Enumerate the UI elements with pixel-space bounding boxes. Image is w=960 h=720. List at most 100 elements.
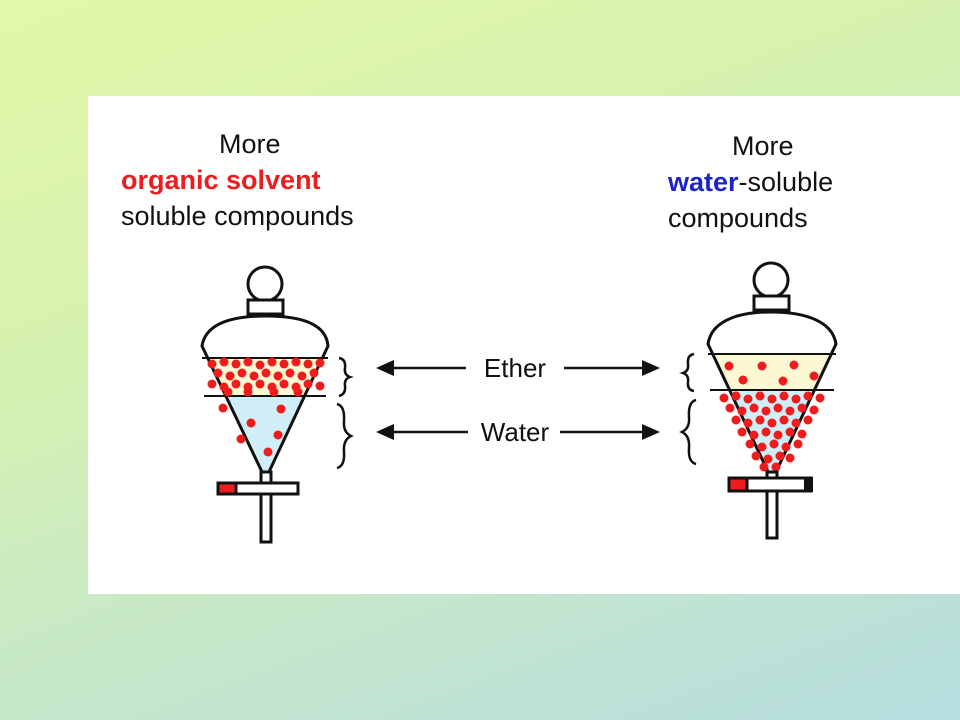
particle [789,360,799,370]
particle [719,393,729,403]
particle [775,451,785,461]
left-water-brace [336,402,354,470]
particle [243,387,253,397]
particle [759,462,769,472]
left-particles [207,357,325,457]
particle [791,394,801,404]
particle [761,427,771,437]
particle [231,359,241,369]
left-funnel-body [200,314,330,476]
particle [255,360,265,370]
particle [315,381,325,391]
ether-arrow: Ether [376,353,660,383]
right-funnel-neck [752,294,791,312]
particle [309,368,319,378]
ether-arrowhead-right [642,360,660,376]
particle [269,387,279,397]
right-caption-highlight: water [668,167,739,197]
diagram-panel: More organic solvent soluble compounds M… [88,96,960,594]
particle [737,406,747,416]
right-caption-line2: water-soluble [668,164,833,200]
right-funnel-stopper [752,261,790,299]
left-ether-brace [338,356,354,398]
particle [315,358,325,368]
particle [771,462,781,472]
left-caption-line1: More [219,129,281,159]
particle [731,391,741,401]
extraction-diagram: Ether Water [200,261,838,544]
particle [725,403,735,413]
right-separatory-funnel [706,261,838,540]
particle [279,359,289,369]
particle [263,447,273,457]
left-stopcock-handle [216,481,238,496]
right-caption-line3: compounds [668,203,808,233]
particle [273,371,283,381]
particle [803,391,813,401]
water-arrowhead-right [642,424,660,440]
right-stopcock-handle [727,476,749,493]
right-stopcock-cap [804,477,813,492]
particle [773,430,783,440]
particle [291,357,301,367]
particle [273,430,283,440]
ether-label: Ether [484,353,546,383]
particle [737,427,747,437]
particle [785,406,795,416]
particle [781,442,791,452]
particle [225,371,235,381]
left-funnel-neck [246,298,285,316]
particle [293,387,303,397]
particle [285,368,295,378]
particle [769,439,779,449]
particle [797,403,807,413]
right-particles [719,360,825,472]
left-funnel-stopper [246,265,284,303]
particle [793,439,803,449]
particle [778,376,788,386]
right-caption-line2-rest: -soluble [738,167,834,197]
particle [749,403,759,413]
particle [731,415,741,425]
particle [785,427,795,437]
particle [749,430,759,440]
particle [223,387,233,397]
left-caption-line3: soluble compounds [121,201,354,231]
right-funnel-caption: More water-soluble compounds [668,128,833,236]
particle [236,434,246,444]
particle [738,375,748,385]
particle [761,406,771,416]
right-water-brace [679,398,697,466]
particle [261,368,271,378]
particle [815,393,825,403]
particle [773,403,783,413]
water-label: Water [481,417,550,447]
particle [207,379,217,389]
particle [767,394,777,404]
ether-arrowhead-left [376,360,394,376]
particle [276,404,286,414]
particle [207,359,217,369]
particle [219,357,229,367]
particle [779,415,789,425]
particle [757,361,767,371]
particle [751,451,761,461]
particle [213,368,223,378]
particle [779,391,789,401]
right-ether-brace [679,352,695,393]
particle [755,391,765,401]
particle [297,371,307,381]
particle [267,357,277,367]
particle [809,405,819,415]
particle [237,368,247,378]
particle [745,439,755,449]
particle [757,442,767,452]
particle [303,379,313,389]
particle [803,415,813,425]
right-funnel-stem [765,470,779,540]
particle [763,454,773,464]
particle [246,418,256,428]
particle [797,429,807,439]
particle [755,415,765,425]
left-separatory-funnel [200,265,330,544]
